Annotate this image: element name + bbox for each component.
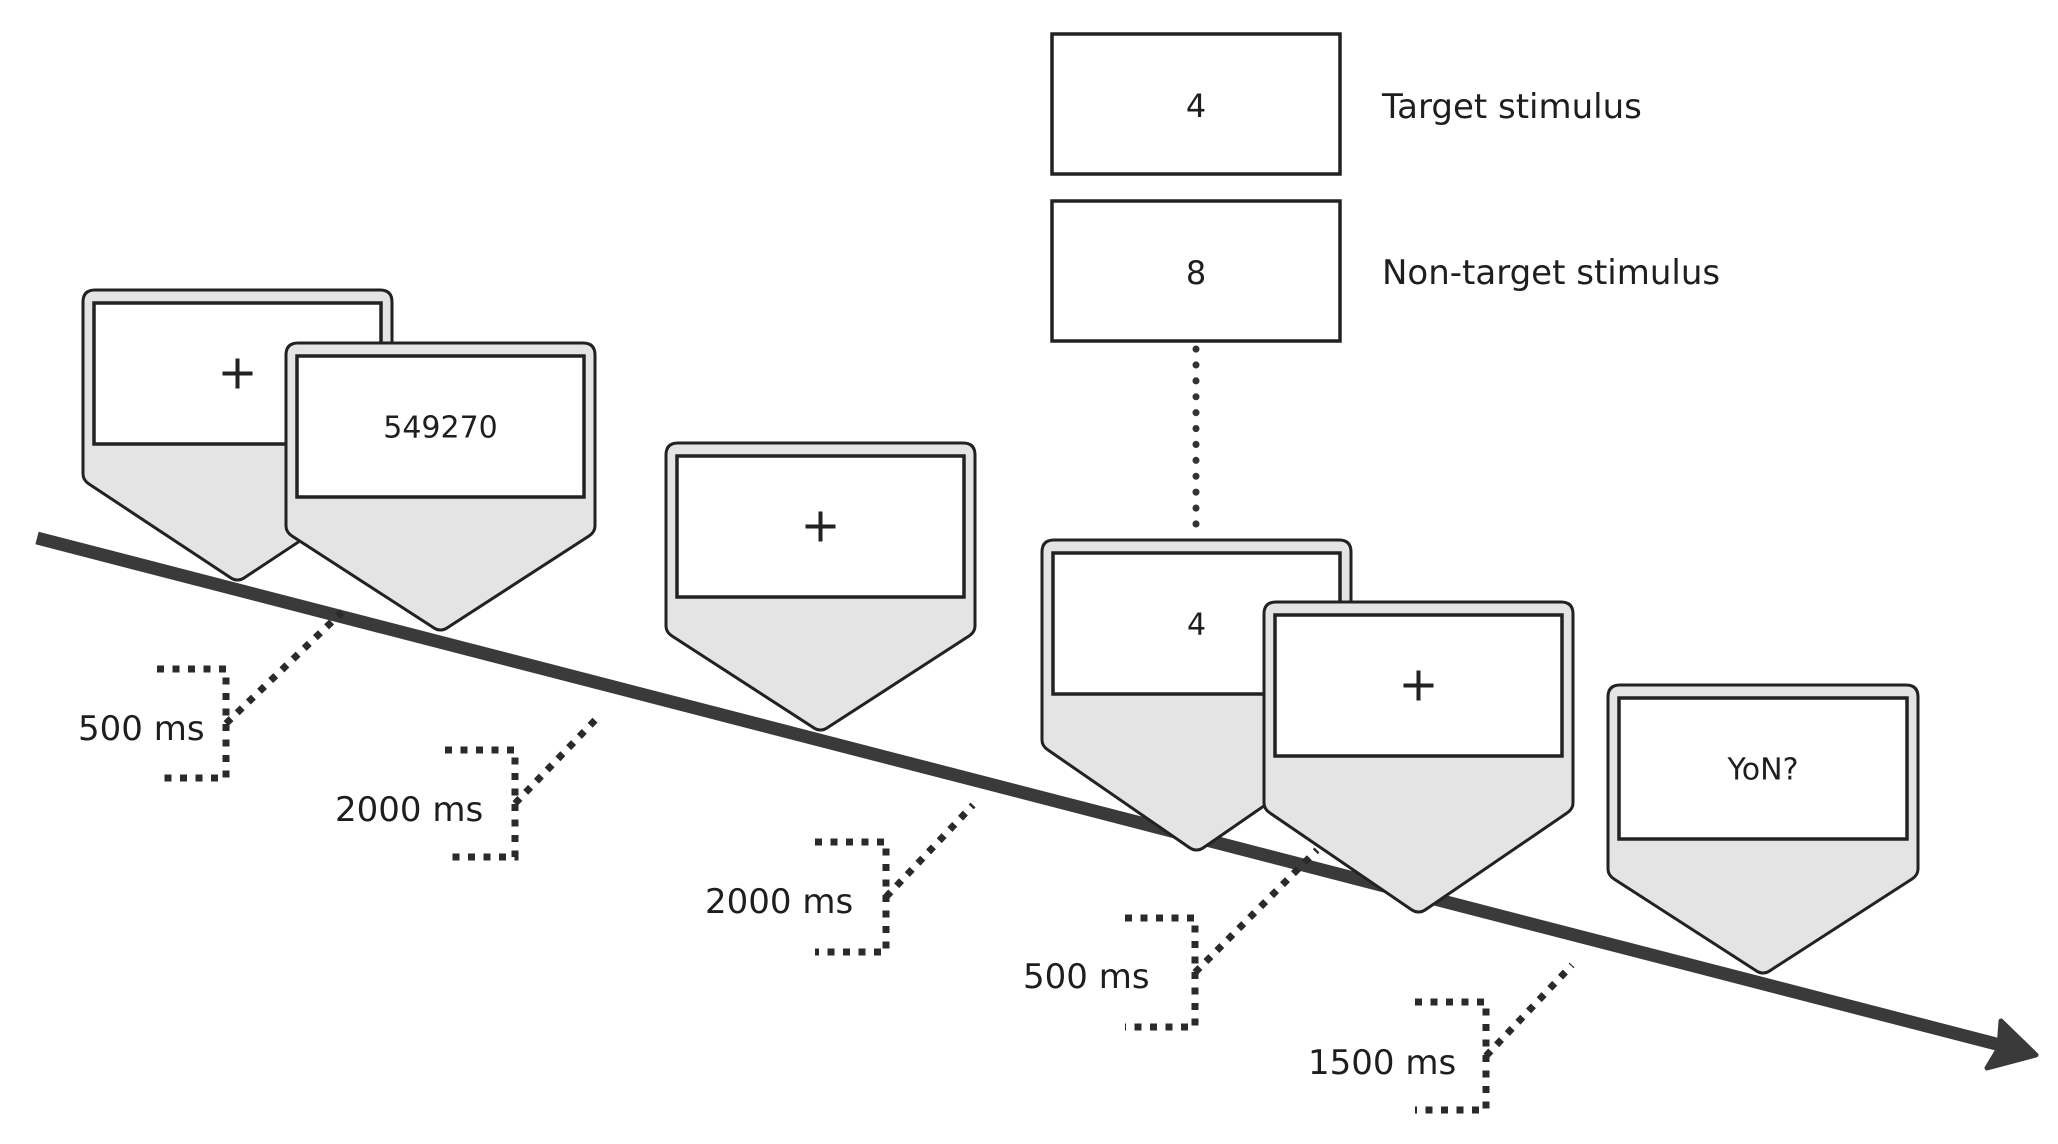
duration-bracket [157, 665, 230, 782]
screen-content: 549270 [383, 411, 498, 446]
duration-leader-line [1483, 962, 1575, 1059]
fixation-cross-icon [805, 511, 836, 542]
legend-target-box [1050, 32, 1342, 176]
duration-4: 500 ms [1023, 847, 1320, 1031]
duration-5: 1500 ms [1308, 962, 1575, 1114]
duration-leader-line [223, 609, 345, 727]
duration-bracket [445, 746, 519, 861]
screen-display [1617, 696, 1909, 841]
legend-non-target: 8 Non-target stimulus [1050, 199, 1720, 343]
screen-card-response-prompt: YoN? [1606, 683, 1920, 975]
legend: 4 Target stimulus 8 Non-target stimulus [1050, 32, 1720, 539]
fixation-cross-icon [1403, 670, 1434, 701]
screen-card-fixation-2 [664, 441, 977, 732]
duration-label: 1500 ms [1308, 1043, 1456, 1083]
duration-leader-line [883, 802, 976, 900]
screen-card-fixation-3 [1262, 600, 1575, 914]
screen-card-memory-set: 549270 [284, 341, 597, 632]
duration-label: 2000 ms [335, 790, 483, 830]
duration-annotations: 500 ms 2000 ms 2000 ms 500 ms 1500 ms [78, 609, 1575, 1114]
fixation-cross-icon [222, 358, 253, 389]
timeline-arrow [35, 531, 2039, 1071]
duration-label: 2000 ms [705, 882, 853, 922]
duration-label: 500 ms [78, 709, 205, 749]
screen-content: 4 [1187, 608, 1206, 643]
duration-label: 500 ms [1023, 957, 1150, 997]
duration-leader-line [1192, 847, 1320, 975]
duration-1: 500 ms [78, 609, 345, 782]
screen-display [295, 354, 586, 499]
arrowhead-icon [1984, 1018, 2039, 1071]
legend-non-target-box [1050, 199, 1342, 343]
legend-target: 4 Target stimulus [1050, 32, 1642, 176]
screen-content: YoN? [1726, 753, 1798, 788]
duration-2: 2000 ms [335, 712, 603, 861]
duration-3: 2000 ms [705, 802, 976, 956]
legend-target-label: Target stimulus [1381, 87, 1642, 127]
legend-target-symbol: 4 [1186, 87, 1206, 125]
duration-leader-line [512, 712, 603, 806]
timeline-axis [35, 531, 2006, 1053]
legend-non-target-label: Non-target stimulus [1382, 253, 1720, 293]
legend-non-target-symbol: 8 [1186, 254, 1206, 292]
